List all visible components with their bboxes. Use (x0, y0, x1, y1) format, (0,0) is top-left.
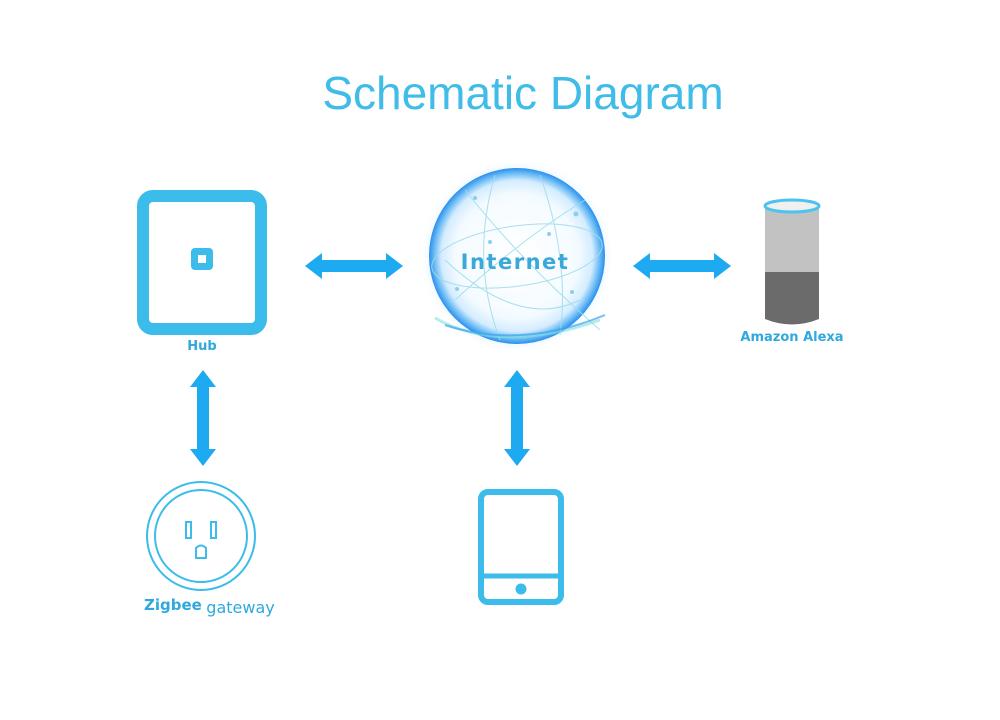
outlet-icon (146, 481, 256, 591)
smart-speaker-icon (763, 198, 821, 325)
alexa-label: Amazon Alexa (740, 330, 844, 345)
arrow-internet-alexa (633, 253, 731, 279)
zigbee-label-part2: gateway (206, 598, 275, 617)
internet-label: Internet (460, 250, 570, 274)
tablet-icon (478, 489, 564, 605)
arrow-internet-tablet (504, 370, 530, 466)
globe-icon (419, 158, 615, 354)
arrow-hub-zigbee (190, 370, 216, 466)
diagram-title: Schematic Diagram (322, 67, 724, 119)
hub-label: Hub (187, 339, 217, 354)
arrow-hub-internet (305, 253, 403, 279)
hub-icon (137, 190, 267, 335)
zigbee-label: Zigbee gateway (144, 595, 275, 617)
zigbee-label-part1: Zigbee (144, 596, 202, 614)
